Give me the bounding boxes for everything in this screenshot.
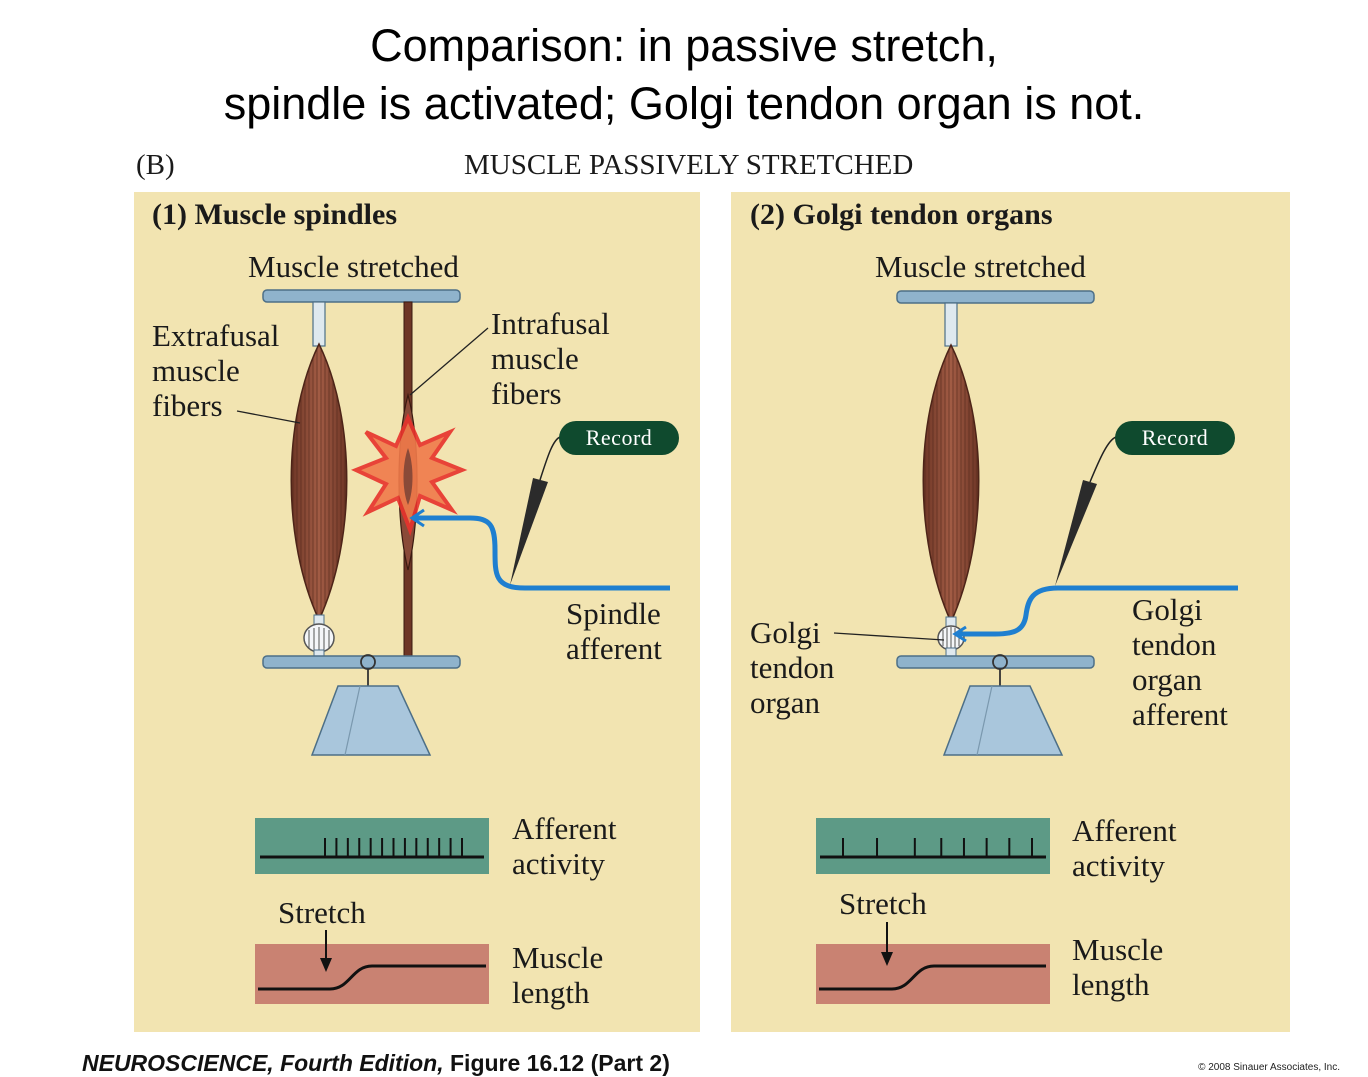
panel-muscle-spindles — [134, 192, 700, 1032]
tendon-top-1 — [312, 301, 326, 347]
gto-afferent-label: Golgi tendon organ afferent — [1132, 592, 1228, 732]
panel2-afferent-activity-label: Afferent activity — [1072, 813, 1177, 883]
weight-1 — [310, 685, 432, 756]
electrode-1 — [510, 478, 548, 585]
panel1-stretch-label: Stretch — [278, 895, 366, 930]
muscle-length-box-2 — [816, 944, 1050, 1004]
figure-heading: MUSCLE PASSIVELY STRETCHED — [464, 149, 914, 181]
panel1-muscle-stretched-label: Muscle stretched — [248, 249, 459, 284]
copyright-notice: © 2008 Sinauer Associates, Inc. — [1198, 1062, 1340, 1073]
citation-book: NEUROSCIENCE, Fourth Edition, — [82, 1050, 444, 1076]
golgi-tendon-organ-label: Golgi tendon organ — [750, 615, 835, 720]
panel1-title: (1) Muscle spindles — [152, 198, 398, 231]
gto-afferent-line — [958, 585, 1238, 637]
afferent-spikes-2 — [842, 838, 1033, 857]
afferent-activity-box-2 — [816, 818, 1050, 874]
panel2-title: (2) Golgi tendon organs — [750, 198, 1053, 231]
panel2-stretch-label: Stretch — [839, 886, 927, 921]
figure-citation: NEUROSCIENCE, Fourth Edition, Figure 16.… — [82, 1050, 670, 1077]
afferent-spikes-1 — [324, 838, 463, 857]
figure-part-label: (B) — [136, 149, 175, 181]
record-badge-2: Record — [1115, 421, 1235, 455]
spindle-afferent-label: Spindle afferent — [566, 596, 662, 666]
electrode-2 — [1055, 480, 1097, 586]
top-bar-2 — [896, 290, 1095, 304]
slide-title-line-1: Comparison: in passive stretch, — [370, 20, 998, 71]
intrafusal-label: Intrafusal muscle fibers — [491, 306, 610, 411]
panel2-muscle-length-label: Muscle length — [1072, 932, 1164, 1002]
spindle-afferent-line — [415, 515, 670, 591]
panel1-afferent-activity-label: Afferent activity — [512, 811, 617, 881]
panel2-muscle-stretched-label: Muscle stretched — [875, 249, 1086, 284]
weight-2 — [942, 685, 1064, 756]
muscle-length-box-1 — [255, 944, 489, 1004]
extrafusal-label: Extrafusal muscle fibers — [152, 318, 280, 423]
record-badge-1: Record — [559, 421, 679, 455]
panel1-muscle-length-label: Muscle length — [512, 940, 604, 1010]
top-bar-1 — [262, 289, 461, 303]
slide-title-line-2: spindle is activated; Golgi tendon organ… — [223, 78, 1145, 129]
citation-figure: Figure 16.12 (Part 2) — [443, 1050, 670, 1076]
panel-golgi-tendon-organs — [731, 192, 1290, 1032]
afferent-activity-box-1 — [255, 818, 489, 874]
